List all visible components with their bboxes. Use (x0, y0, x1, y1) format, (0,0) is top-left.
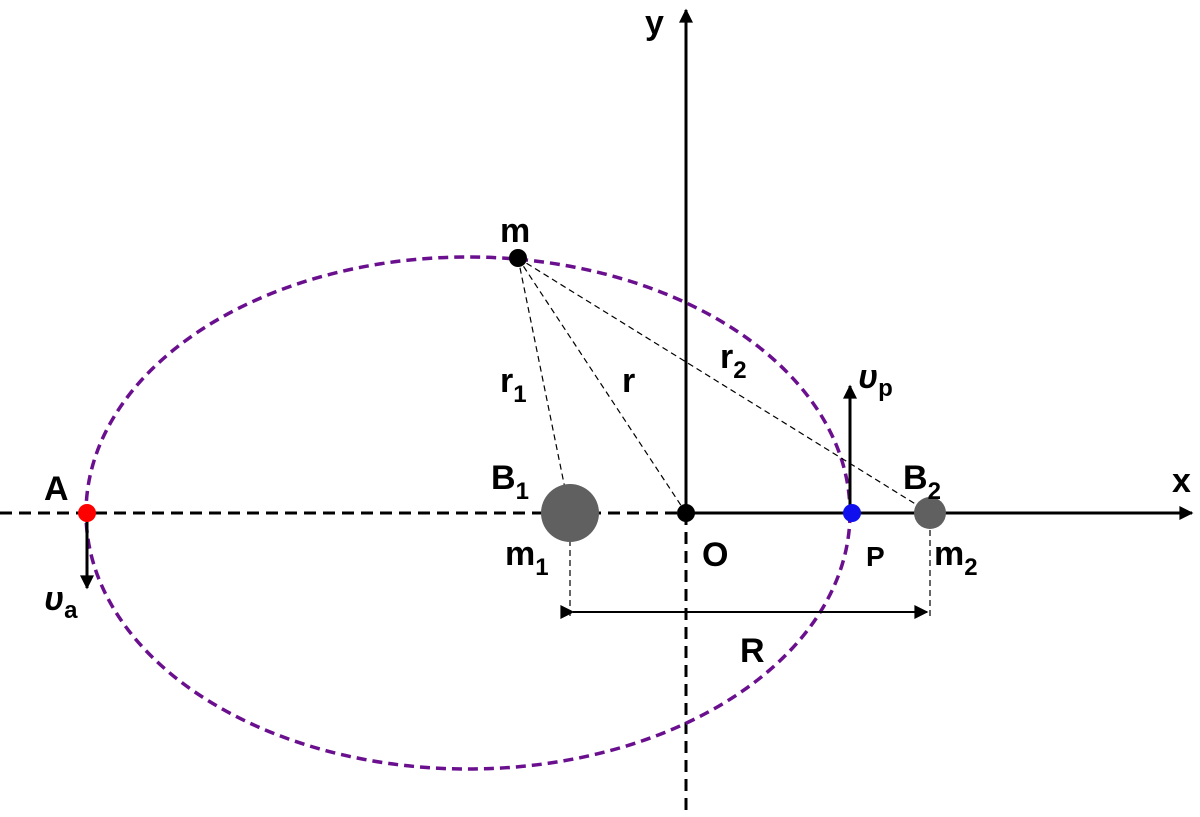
mass-m-label: m (500, 212, 530, 250)
body-b1 (541, 484, 599, 542)
r1-line (517, 257, 571, 514)
test-mass-m (509, 249, 527, 267)
y-axis-label: y (645, 4, 664, 42)
r1-label: r1 (500, 362, 527, 408)
origin-point (677, 504, 695, 522)
periapsis-point-p (843, 504, 861, 522)
velocity-p-label: υp (858, 358, 893, 402)
x-axis-label: x (1172, 462, 1191, 500)
origin-label: O (702, 536, 728, 574)
point-p-label: P (866, 541, 885, 572)
r-label: r (622, 362, 635, 400)
mass-m2-label: m2 (934, 535, 978, 581)
separation-label: R (740, 632, 765, 670)
body-b2 (914, 497, 946, 529)
velocity-a-label: υa (44, 580, 78, 624)
r2-line (517, 257, 931, 514)
apoapsis-point-a (78, 504, 96, 522)
mass-m1-label: m1 (505, 535, 549, 581)
body-b1-label: B1 (491, 459, 529, 505)
r-line (517, 257, 687, 514)
r2-label: r2 (720, 338, 747, 384)
point-a-label: A (44, 470, 69, 508)
body-b2-label: B2 (903, 459, 941, 505)
